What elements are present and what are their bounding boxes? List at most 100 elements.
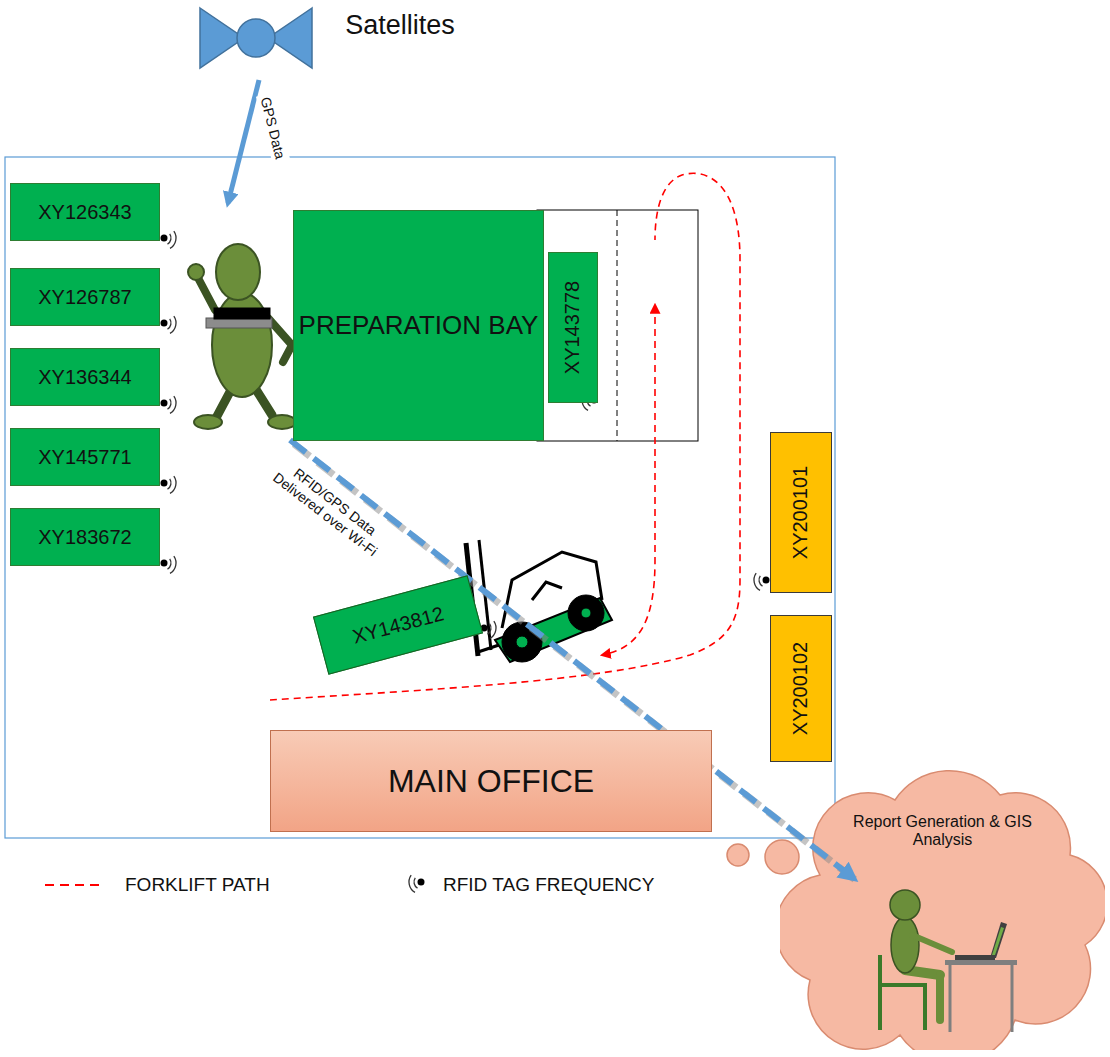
satellite-icon [200, 8, 312, 68]
worker-figure [197, 276, 215, 310]
pallet-box: XY126343 [10, 183, 160, 241]
pallet-box: XY136344 [10, 348, 160, 406]
rfid-tag-symbol [161, 396, 177, 413]
rfid-dot [161, 320, 168, 327]
rfid-tag-symbol [161, 556, 177, 573]
bay-area [537, 210, 698, 441]
analyst-figure [890, 890, 920, 920]
worker-figure [194, 415, 222, 429]
rfid-dot [161, 235, 168, 242]
preparation-bay: PREPARATION BAY [293, 210, 544, 441]
label-text: RFID/GPS Data Delivered over Wi-Fi [254, 444, 406, 572]
bay-area [537, 210, 698, 441]
title-label: Satellites [345, 10, 455, 41]
worker-figure [214, 308, 270, 319]
rfid-wave [168, 479, 172, 489]
carried-pallet: XY143812 [313, 575, 483, 674]
legend-item: FORKLIFT PATH [45, 872, 270, 898]
pallet-box: XY145771 [10, 428, 160, 486]
rfid-wave [170, 316, 176, 333]
forklift-figure [532, 582, 562, 600]
rfid-wave [170, 556, 176, 573]
worker-figure [255, 388, 272, 415]
legend-item: RFID TAG FREQUENCY [393, 872, 654, 898]
rfid-tag-symbol [161, 316, 176, 333]
node-text: XY200102 [790, 642, 813, 735]
rfid-wave [170, 476, 176, 493]
dash-sample [45, 884, 103, 886]
rfid-tag-symbol [161, 231, 176, 248]
bay-area [617, 210, 618, 441]
node-text: PREPARATION BAY [299, 311, 539, 341]
node-text: XY136344 [38, 366, 131, 389]
link-label: GPS Data [256, 92, 290, 163]
worker-figure [268, 415, 296, 429]
worker-figure [216, 244, 260, 300]
node-text: XY143812 [350, 602, 446, 648]
rfid-wave [168, 399, 171, 409]
rfid-wave [170, 396, 176, 413]
forklift-path [270, 173, 740, 700]
worker-figure [188, 244, 296, 429]
rfid-tag-symbol [754, 573, 770, 590]
rfid-dot [161, 400, 168, 407]
link-label: RFID/GPS Data Delivered over Wi-Fi [254, 444, 406, 572]
rfid-tag-symbol [481, 621, 497, 638]
legend-tag-sample [393, 872, 433, 898]
analyst-figure [945, 960, 1017, 965]
legend-text: RFID TAG FREQUENCY [443, 874, 654, 896]
worker-figure [212, 293, 272, 397]
rfid-dot [763, 577, 770, 584]
analyst-figure [955, 955, 995, 960]
pallet-box: XY183672 [10, 508, 160, 566]
forklift-figure [581, 608, 591, 618]
pallet-box: XY200102 [770, 615, 832, 762]
pallet-box: XY200101 [770, 432, 832, 593]
node-text: MAIN OFFICE [388, 763, 594, 800]
thought-bubbles [765, 840, 799, 874]
analyst-figure [936, 975, 944, 1020]
rfid-wave [488, 624, 492, 634]
node-text: XY200101 [790, 466, 813, 559]
rfid-wave [168, 319, 172, 329]
analyst-figure [949, 965, 952, 1032]
rfid-wave [170, 231, 176, 248]
rfid-wave [168, 559, 171, 569]
rfid-dot [418, 879, 425, 886]
rfid-wave [168, 234, 171, 244]
pallet-box: XY143778 [548, 252, 598, 403]
node-text: XY126343 [38, 201, 131, 224]
thought-bubbles [727, 840, 799, 874]
node-text: Report Generation & GIS Analysis [843, 813, 1043, 850]
label-text: Satellites [345, 10, 455, 41]
node-text: XY126787 [38, 286, 131, 309]
node-text: XY145771 [38, 446, 131, 469]
satellite-icon [237, 19, 275, 57]
main-office: MAIN OFFICE [270, 730, 712, 832]
rfid-wave [759, 576, 763, 586]
thought-bubbles [727, 844, 749, 866]
forklift-figure [466, 540, 612, 662]
rfid-wave [414, 878, 418, 888]
legend-text: FORKLIFT PATH [125, 874, 270, 896]
legend-line-sample [45, 872, 115, 898]
cloud-outline [780, 771, 1105, 1050]
analyst-figure [1011, 965, 1014, 1032]
rfid-wave [490, 621, 496, 638]
rfid-wave [754, 573, 760, 590]
node-text: XY143778 [562, 281, 585, 374]
forklift-path [270, 173, 740, 700]
analyst-figure [891, 917, 919, 973]
node-text: XY183672 [38, 526, 131, 549]
rfid-wave [409, 875, 415, 892]
rfid-tag-symbol [161, 476, 176, 493]
rfid-tag-symbol [409, 875, 425, 892]
worker-figure [188, 264, 204, 280]
pallet-box: XY126787 [10, 268, 160, 326]
forklift-path [602, 305, 655, 655]
forklift-figure [568, 595, 604, 631]
label-text: GPS Data [256, 92, 290, 163]
